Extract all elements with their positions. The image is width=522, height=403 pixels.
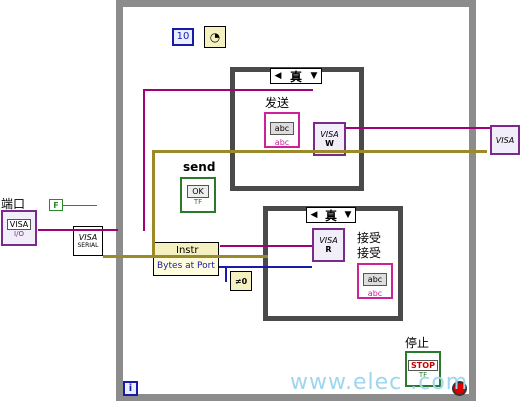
visa-read-node: VISA R (312, 228, 345, 262)
property-node-prop: Bytes at Port (157, 261, 215, 271)
case-selector-label-2: 真 (324, 208, 337, 223)
visa-close-node: VISA (490, 125, 520, 155)
send-label: 发送 (265, 96, 290, 110)
false-wire (63, 205, 97, 206)
receive-label-2: 接受 (357, 246, 382, 260)
wait-ms-constant: 10 (172, 28, 194, 46)
visa-ref-wire-top (143, 89, 313, 91)
visa-read-in-wire (220, 245, 312, 247)
serial-config-sub: SERIAL (77, 242, 99, 249)
port-wire (38, 229, 118, 231)
stop-button-text: STOP (408, 359, 438, 371)
false-constant: F (49, 199, 63, 211)
stop-condition-terminal (452, 381, 467, 396)
send-control-label: send (183, 160, 216, 174)
port-io-text: I/O (14, 229, 24, 238)
visa-write-w: W (325, 139, 334, 148)
string-const-box: abc (270, 122, 294, 135)
serial-config-text: VISA (78, 233, 98, 242)
string-ind-sub: abc (367, 288, 383, 298)
stop-label: 停止 (405, 336, 430, 350)
bytes-wire (219, 266, 312, 268)
port-control-text: VISA (6, 218, 32, 230)
case-selector-top[interactable]: ◀ 真 ▼ (270, 68, 322, 84)
iteration-terminal: i (123, 381, 138, 396)
string-ind-box: abc (363, 273, 387, 286)
send-button-control[interactable]: OK TF (180, 177, 216, 213)
case-prev-icon[interactable]: ◀ (274, 71, 282, 81)
visa-read-text: VISA (319, 236, 338, 245)
not-equal-zero-node: ≠0 (230, 271, 252, 291)
case-next-icon[interactable]: ▼ (310, 71, 318, 81)
receive-string-indicator[interactable]: abc abc (357, 263, 393, 299)
receive-label-1: 接受 (357, 231, 382, 245)
send-string-indicator[interactable]: abc abc (264, 112, 300, 148)
case-selector-bottom[interactable]: ◀ 真 ▼ (306, 207, 356, 223)
error-wire-1 (103, 255, 268, 258)
case-selector-label: 真 (289, 69, 302, 84)
case-prev-icon-2[interactable]: ◀ (310, 210, 318, 220)
error-wire-vert (152, 150, 155, 258)
port-control[interactable]: VISA I/O (1, 210, 37, 246)
while-loop (116, 0, 476, 401)
visa-read-r: R (325, 245, 332, 254)
visa-write-text: VISA (320, 130, 339, 139)
visa-configure-serial-node: VISA SERIAL (73, 226, 103, 256)
wait-icon: ◔ (204, 26, 226, 48)
error-wire-2 (152, 150, 487, 153)
send-button-tf: TF (193, 197, 203, 206)
visa-write-out-wire (346, 127, 490, 129)
property-node: Instr Bytes at Port (153, 242, 219, 276)
string-sub-box: abc (274, 137, 290, 147)
port-label: 端口 (1, 197, 26, 211)
send-button-text: OK (187, 184, 209, 198)
case-next-icon-2[interactable]: ▼ (344, 210, 352, 220)
stop-button-tf: TF (418, 370, 428, 379)
visa-ref-wire-vert (143, 89, 145, 231)
watermark: www.elec .com (290, 370, 469, 395)
stop-button-control[interactable]: STOP TF (405, 351, 441, 387)
bytes-wire-vert (225, 266, 227, 282)
